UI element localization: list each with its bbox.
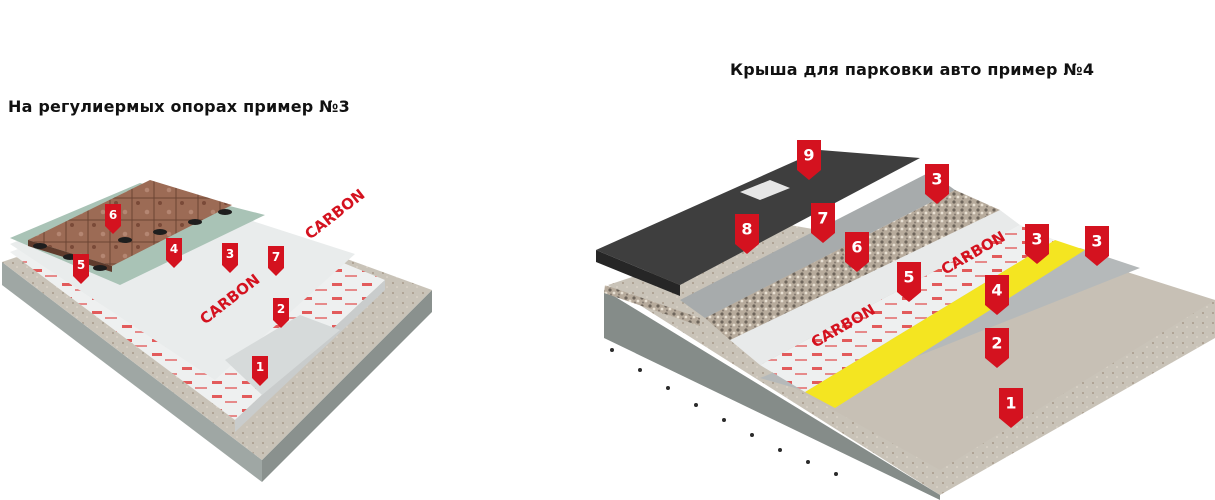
svg-text:3: 3 — [1091, 232, 1102, 251]
svg-text:9: 9 — [803, 146, 814, 165]
svg-text:5: 5 — [903, 268, 914, 287]
svg-text:7: 7 — [272, 250, 280, 264]
svg-text:3: 3 — [1031, 230, 1042, 249]
svg-text:6: 6 — [109, 208, 117, 222]
svg-text:6: 6 — [851, 238, 862, 257]
svg-text:4: 4 — [991, 281, 1002, 300]
svg-text:3: 3 — [226, 247, 234, 261]
left-roof-diagram: CARBON CARBON 1 2 3 4 5 6 7 — [2, 180, 432, 482]
left-brand-text-1: CARBON — [301, 185, 368, 243]
svg-text:1: 1 — [1005, 394, 1016, 413]
svg-text:3: 3 — [931, 170, 942, 189]
svg-text:2: 2 — [277, 302, 285, 316]
svg-text:8: 8 — [741, 220, 752, 239]
svg-text:5: 5 — [77, 258, 85, 272]
svg-text:4: 4 — [170, 242, 178, 256]
svg-text:2: 2 — [991, 334, 1002, 353]
right-roof-diagram: CARBON CARBON 1 2 3 3 3 4 5 — [596, 140, 1215, 500]
svg-text:1: 1 — [256, 360, 264, 374]
svg-text:7: 7 — [817, 209, 828, 228]
